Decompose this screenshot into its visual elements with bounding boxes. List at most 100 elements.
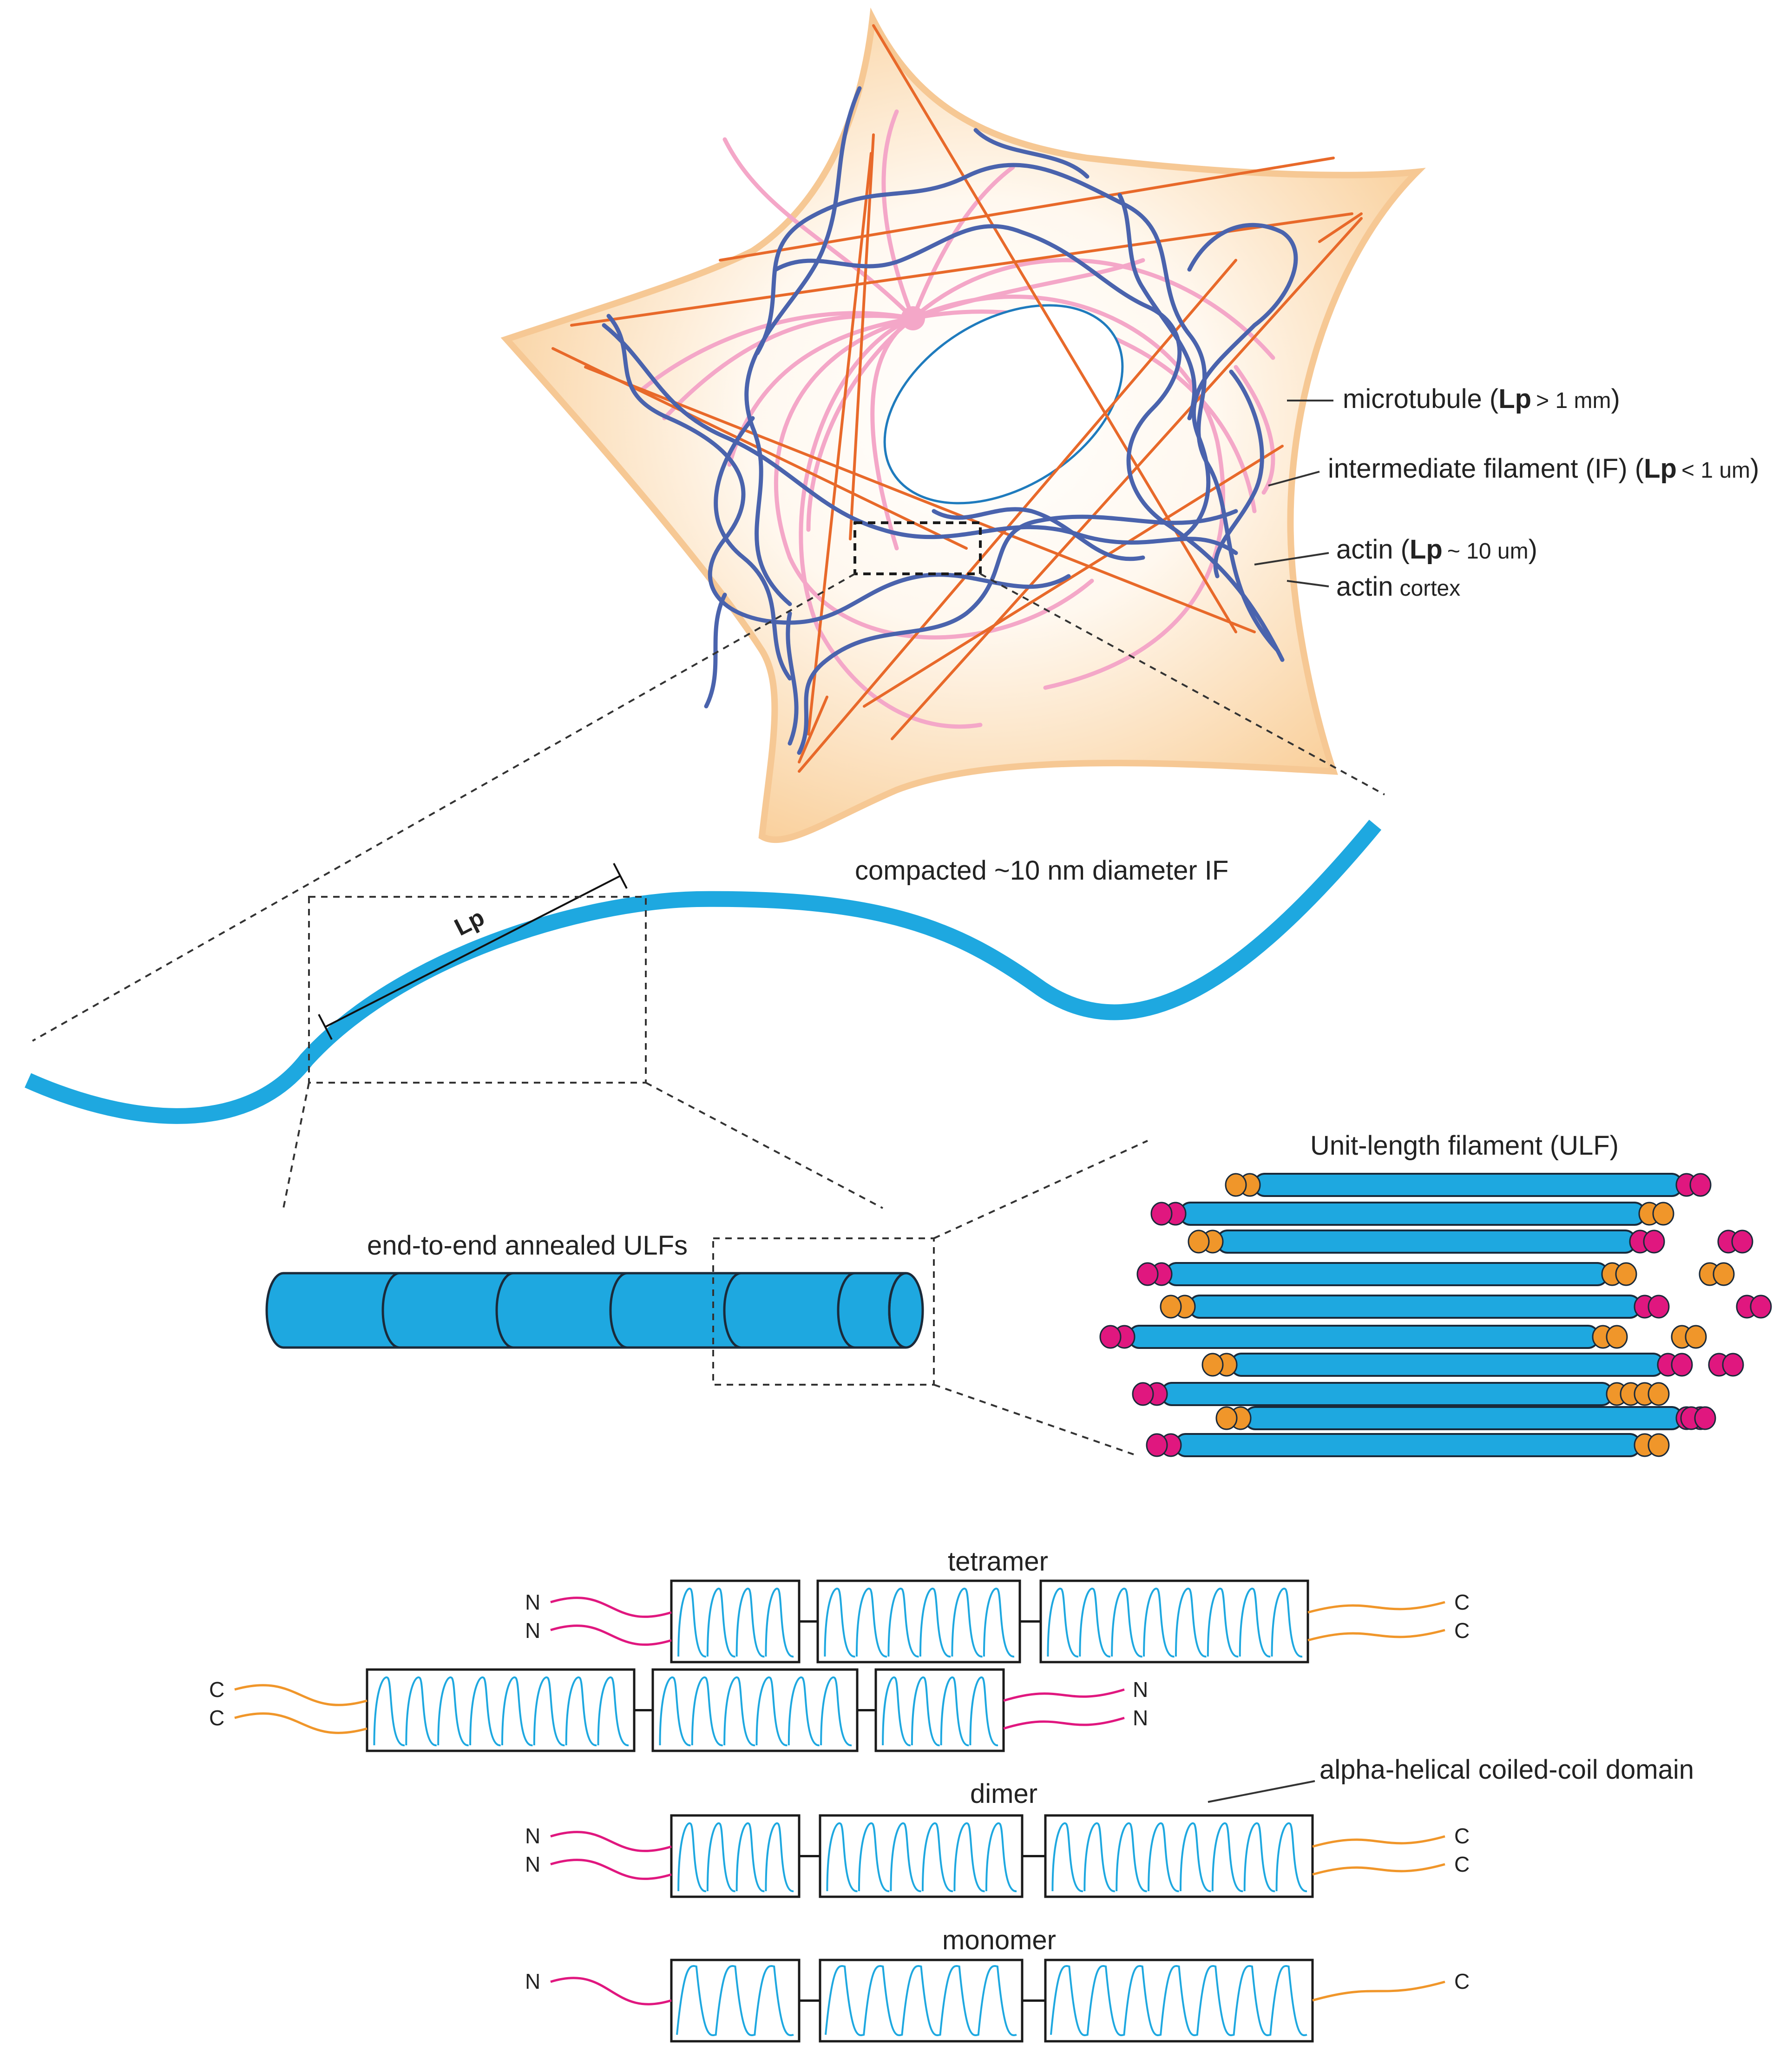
actin-leader	[1254, 552, 1329, 565]
ulf-right-cap	[1615, 1262, 1637, 1286]
terminal-tail	[550, 1624, 672, 1646]
ulf-rod	[1128, 1325, 1599, 1349]
terminal-tail	[1003, 1716, 1125, 1730]
ulf-rod	[1230, 1353, 1664, 1377]
ulf-inner-cap	[1722, 1353, 1744, 1377]
ulf-rod	[1216, 1230, 1636, 1254]
ulf-bundle	[1099, 1173, 1772, 1457]
terminal-tail	[234, 1712, 368, 1734]
ulf-right-cap	[1648, 1433, 1670, 1457]
terminal-tail	[1003, 1688, 1125, 1702]
annealed-zoom-box	[712, 1237, 935, 1386]
dimer-label: dimer	[970, 1779, 1037, 1809]
annealed-segment-seam	[495, 1272, 514, 1349]
annealed-segment-seam	[723, 1272, 742, 1349]
helix	[677, 1587, 794, 1657]
terminal-tail	[550, 1831, 672, 1852]
ulf-inner-cap	[1648, 1382, 1670, 1406]
annealed-segment-seam	[609, 1272, 628, 1349]
intermediate-filaments	[602, 86, 1298, 755]
tetramer-top-strand	[550, 1579, 1445, 1663]
compacted-if-label: compacted ~10 nm diameter IF	[855, 855, 1228, 886]
tetramer-bottom-strand	[234, 1668, 1125, 1752]
ulf-inner-cap	[1750, 1295, 1772, 1319]
ulf: Unit-length filament (ULF)	[1099, 1131, 1772, 1457]
coiled-coil-label: alpha-helical coiled-coil domain	[1319, 1755, 1694, 1785]
lp-marker-label: Lp	[450, 904, 489, 941]
ulf-rod	[1175, 1433, 1641, 1457]
subunits: tetramer dimer monomer alpha-helical coi…	[209, 1546, 1694, 2043]
ulf-inner-cap	[1694, 1406, 1716, 1430]
helix	[825, 1965, 1017, 2037]
ulf-rod	[1188, 1295, 1641, 1319]
monomer-label: monomer	[942, 1925, 1056, 1955]
coiled-coil-segment	[366, 1668, 636, 1752]
cell-zoom-box	[853, 521, 982, 575]
tetramer-top-n2: N	[525, 1618, 540, 1643]
annealed-zoom-lines	[933, 1140, 1148, 1455]
actin-label: actin (Lp~ 10 um)	[1336, 534, 1537, 565]
cell	[500, 7, 1426, 843]
ulf-rod	[1161, 1382, 1613, 1406]
ulf-left-cap	[1160, 1295, 1182, 1319]
monomer-strand	[550, 1959, 1445, 2043]
microtubule-label: microtubule (Lp> 1 mm)	[1343, 384, 1620, 414]
helix	[1047, 1587, 1303, 1657]
terminal-tail	[234, 1684, 368, 1706]
tetramer-top-c1: C	[1454, 1590, 1470, 1614]
ulf-inner-cap	[1685, 1325, 1707, 1349]
compacted-if-strand	[25, 820, 1382, 1124]
tetramer-bottom-n1: N	[1133, 1677, 1148, 1702]
ulf-rod	[1165, 1262, 1608, 1286]
annealed-end-cap	[888, 1272, 906, 1349]
ulf-inner-cap	[1713, 1262, 1735, 1286]
helix	[676, 1965, 794, 2037]
annealed-segment-seam	[381, 1272, 400, 1349]
if-leader	[1268, 471, 1320, 487]
helix	[824, 1587, 1015, 1657]
cell-zoom-lines	[32, 573, 1385, 1042]
coiled-coil-segment	[670, 1814, 801, 1898]
cell-legend: microtubule (Lp> 1 mm) intermediate fila…	[1254, 384, 1759, 602]
ulf-label: Unit-length filament (ULF)	[1310, 1131, 1619, 1161]
helix	[659, 1676, 852, 1746]
dimer-n1: N	[525, 1824, 540, 1848]
helix	[1050, 1965, 1307, 2037]
annealed-cylinder	[265, 1272, 924, 1349]
terminal-tail	[550, 1977, 672, 2005]
if-zoom-box	[308, 896, 647, 1084]
ulf-rod	[1179, 1202, 1646, 1226]
terminal-tail	[1312, 1835, 1445, 1848]
terminal-tail	[1312, 1980, 1445, 2002]
helix	[882, 1676, 998, 1746]
ulf-left-cap	[1150, 1202, 1173, 1226]
coiled-coil-segment	[1044, 1814, 1314, 1898]
dimer-c2: C	[1454, 1852, 1470, 1876]
tetramer-label: tetramer	[948, 1546, 1048, 1577]
tetramer-bottom-c2: C	[209, 1706, 224, 1730]
annealed-ulfs-label: end-to-end annealed ULFs	[367, 1230, 688, 1261]
dimer-n2: N	[525, 1852, 540, 1876]
ulf-rod	[1254, 1173, 1683, 1197]
coiled-coil-leader	[1208, 1780, 1315, 1803]
ulf-right-cap	[1648, 1295, 1670, 1319]
lp-marker	[318, 863, 628, 1040]
ulf-left-cap	[1146, 1433, 1168, 1457]
ulf-left-cap	[1201, 1353, 1224, 1377]
terminal-tail	[550, 1597, 672, 1618]
ulf-inner-cap	[1731, 1230, 1753, 1254]
tetramer-top-n1: N	[525, 1590, 540, 1614]
tetramer-top-c2: C	[1454, 1618, 1470, 1643]
terminal-tail	[1307, 1629, 1445, 1642]
tetramer-bottom-c1: C	[209, 1677, 224, 1702]
ulf-left-cap	[1099, 1325, 1122, 1349]
terminal-tail	[550, 1859, 672, 1880]
ulf-right-cap	[1652, 1202, 1674, 1226]
compacted-if: compacted ~10 nm diameter IF Lp	[25, 820, 1382, 1124]
dimer-c1: C	[1454, 1824, 1470, 1848]
centrosome	[901, 306, 925, 330]
nucleus	[883, 304, 1124, 505]
